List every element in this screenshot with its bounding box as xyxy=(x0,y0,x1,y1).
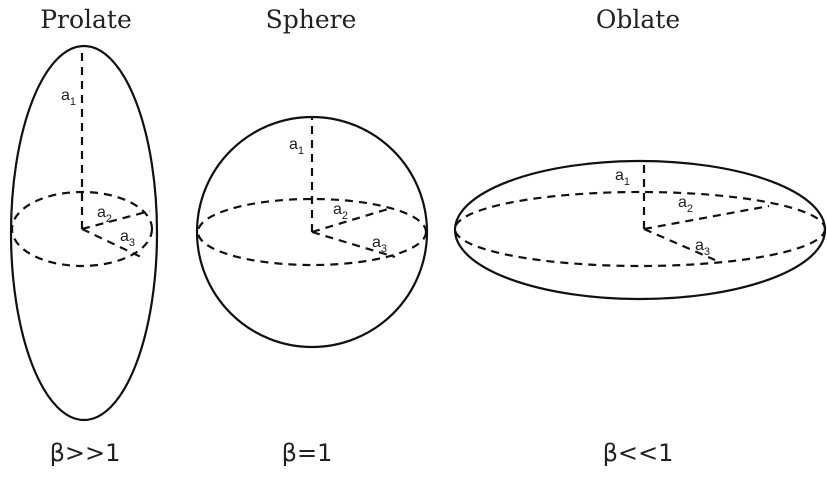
prolate-figure: Prolate a1 a2 a3 β>>1 xyxy=(9,5,159,467)
prolate-title: Prolate xyxy=(40,5,132,34)
prolate-outline xyxy=(9,44,159,422)
sphere-condition: β=1 xyxy=(282,439,333,467)
sphere-equator xyxy=(196,197,428,267)
prolate-axis-a3 xyxy=(81,228,142,258)
prolate-label-a2: a2 xyxy=(97,204,112,225)
oblate-label-a2: a2 xyxy=(678,194,693,215)
prolate-label-a1: a1 xyxy=(61,87,76,108)
oblate-title: Oblate xyxy=(596,5,680,34)
sphere-axis-a2 xyxy=(311,207,389,234)
sphere-label-a2: a2 xyxy=(333,201,348,222)
sphere-label-a1: a1 xyxy=(289,136,304,157)
oblate-axis-a2 xyxy=(643,204,770,231)
oblate-label-a3: a3 xyxy=(695,237,710,258)
sphere-title: Sphere xyxy=(266,5,357,34)
sphere-label-a3: a3 xyxy=(372,234,387,255)
prolate-condition: β>>1 xyxy=(50,439,121,467)
oblate-figure: Oblate a1 a2 a3 β<<1 xyxy=(453,5,827,467)
prolate-axis-a2 xyxy=(81,209,151,231)
oblate-outline xyxy=(453,159,827,301)
prolate-equator xyxy=(10,190,154,268)
sphere-figure: Sphere a1 a2 a3 β=1 xyxy=(195,5,429,467)
prolate-label-a3: a3 xyxy=(120,228,135,249)
sphere-axis-a3 xyxy=(311,230,396,259)
oblate-equator xyxy=(453,190,827,268)
oblate-condition: β<<1 xyxy=(603,439,674,467)
oblate-label-a1: a1 xyxy=(615,167,630,188)
